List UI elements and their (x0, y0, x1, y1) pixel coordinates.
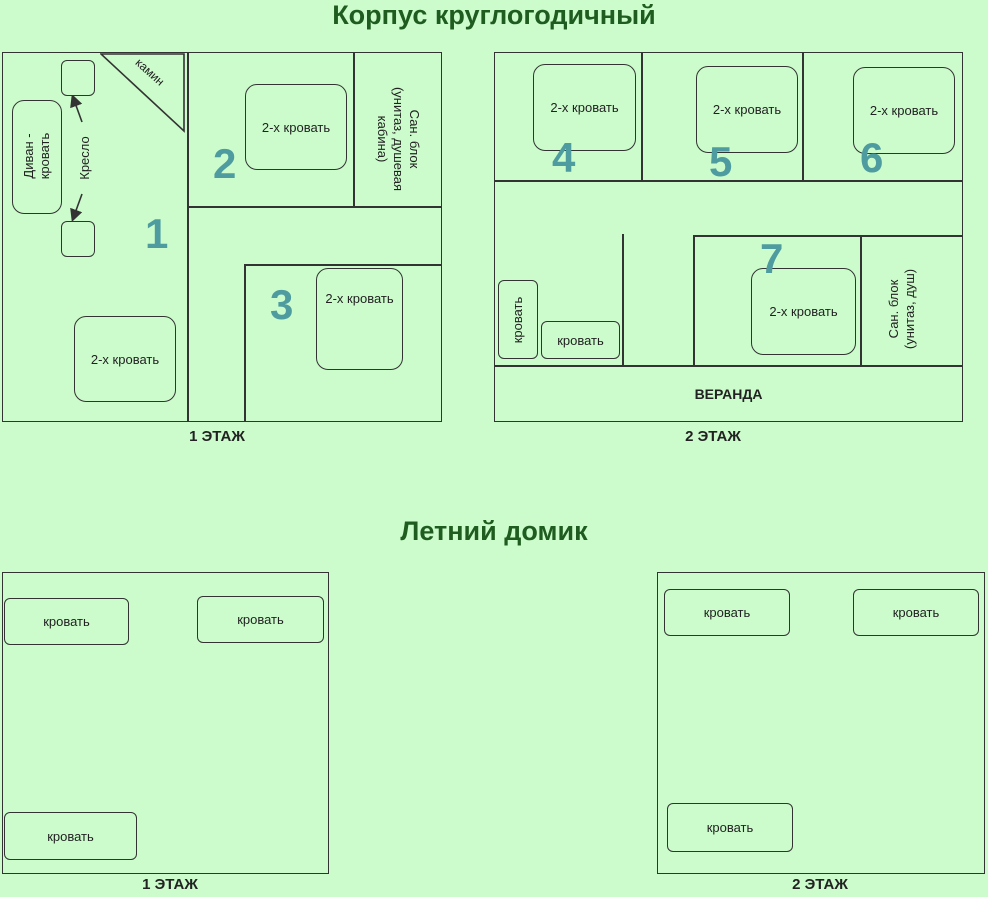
double-bed-room7: 2-х кровать (751, 268, 856, 355)
fireplace-icon (100, 53, 185, 133)
wall (622, 234, 624, 365)
armchair-bottom (61, 221, 95, 257)
wall (187, 206, 442, 208)
main-floor2-label: 2 ЭТАЖ (685, 428, 741, 445)
bed-summer-4: кровать (664, 589, 790, 636)
summer-floor2-outline (657, 572, 985, 874)
room-number-7: 7 (760, 235, 784, 282)
summer-floor1-label: 1 ЭТАЖ (142, 876, 198, 893)
summer-floor1-outline (2, 572, 329, 874)
double-bed-room5: 2-х кровать (696, 66, 798, 153)
bed-summer-6: кровать (667, 803, 793, 852)
wall (641, 52, 643, 180)
bed-vertical (498, 280, 538, 359)
wall (187, 52, 189, 422)
wall (244, 264, 442, 266)
wall (244, 264, 246, 422)
wall (802, 52, 804, 180)
double-bed-room2: 2-х кровать (245, 84, 347, 170)
floor2-outline (494, 52, 963, 422)
room-number-3: 3 (270, 281, 294, 328)
wall (353, 52, 355, 206)
room-number-1: 1 (145, 210, 169, 257)
sofa-bed-label: Диван - кровать (21, 132, 52, 180)
double-bed-room1: 2-х кровать (74, 316, 176, 402)
double-bed-room3: 2-х кровать (316, 268, 403, 370)
armchair-label: Кресло (77, 136, 92, 180)
wall (693, 235, 963, 237)
main-building-title: Корпус круглогодичный (332, 0, 656, 30)
summer-house-title: Летний домик (400, 516, 588, 546)
bath-block-2-label: Сан. блок (унитаз, душ) (886, 268, 917, 350)
wall (860, 235, 862, 365)
room-number-5: 5 (709, 138, 733, 185)
sofa-bed (12, 100, 62, 214)
bed-summer-5: кровать (853, 589, 979, 636)
bed-summer-2: кровать (197, 596, 324, 643)
double-bed-room6: 2-х кровать (853, 67, 955, 154)
wall (494, 365, 963, 367)
summer-floor2-label: 2 ЭТАЖ (792, 876, 848, 893)
armchair-arrows-icon (70, 96, 83, 221)
wall (494, 180, 963, 182)
room-number-2: 2 (213, 140, 237, 187)
main-floor1-label: 1 ЭТАЖ (189, 428, 245, 445)
wall (693, 235, 695, 365)
bed-summer-1: кровать (4, 598, 129, 645)
bed-horizontal: кровать (541, 321, 620, 359)
room-number-4: 4 (552, 134, 576, 181)
bath-block-label: Сан. блок (унитаз, душевая кабина) (375, 86, 422, 192)
double-bed-room4: 2-х кровать (533, 64, 636, 151)
armchair-top (61, 60, 95, 96)
bed-summer-3: кровать (4, 812, 137, 860)
room-number-6: 6 (860, 134, 884, 181)
veranda-label: ВЕРАНДА (694, 386, 763, 402)
bed-vertical-label: кровать (510, 296, 525, 344)
floor1-outline (2, 52, 442, 422)
